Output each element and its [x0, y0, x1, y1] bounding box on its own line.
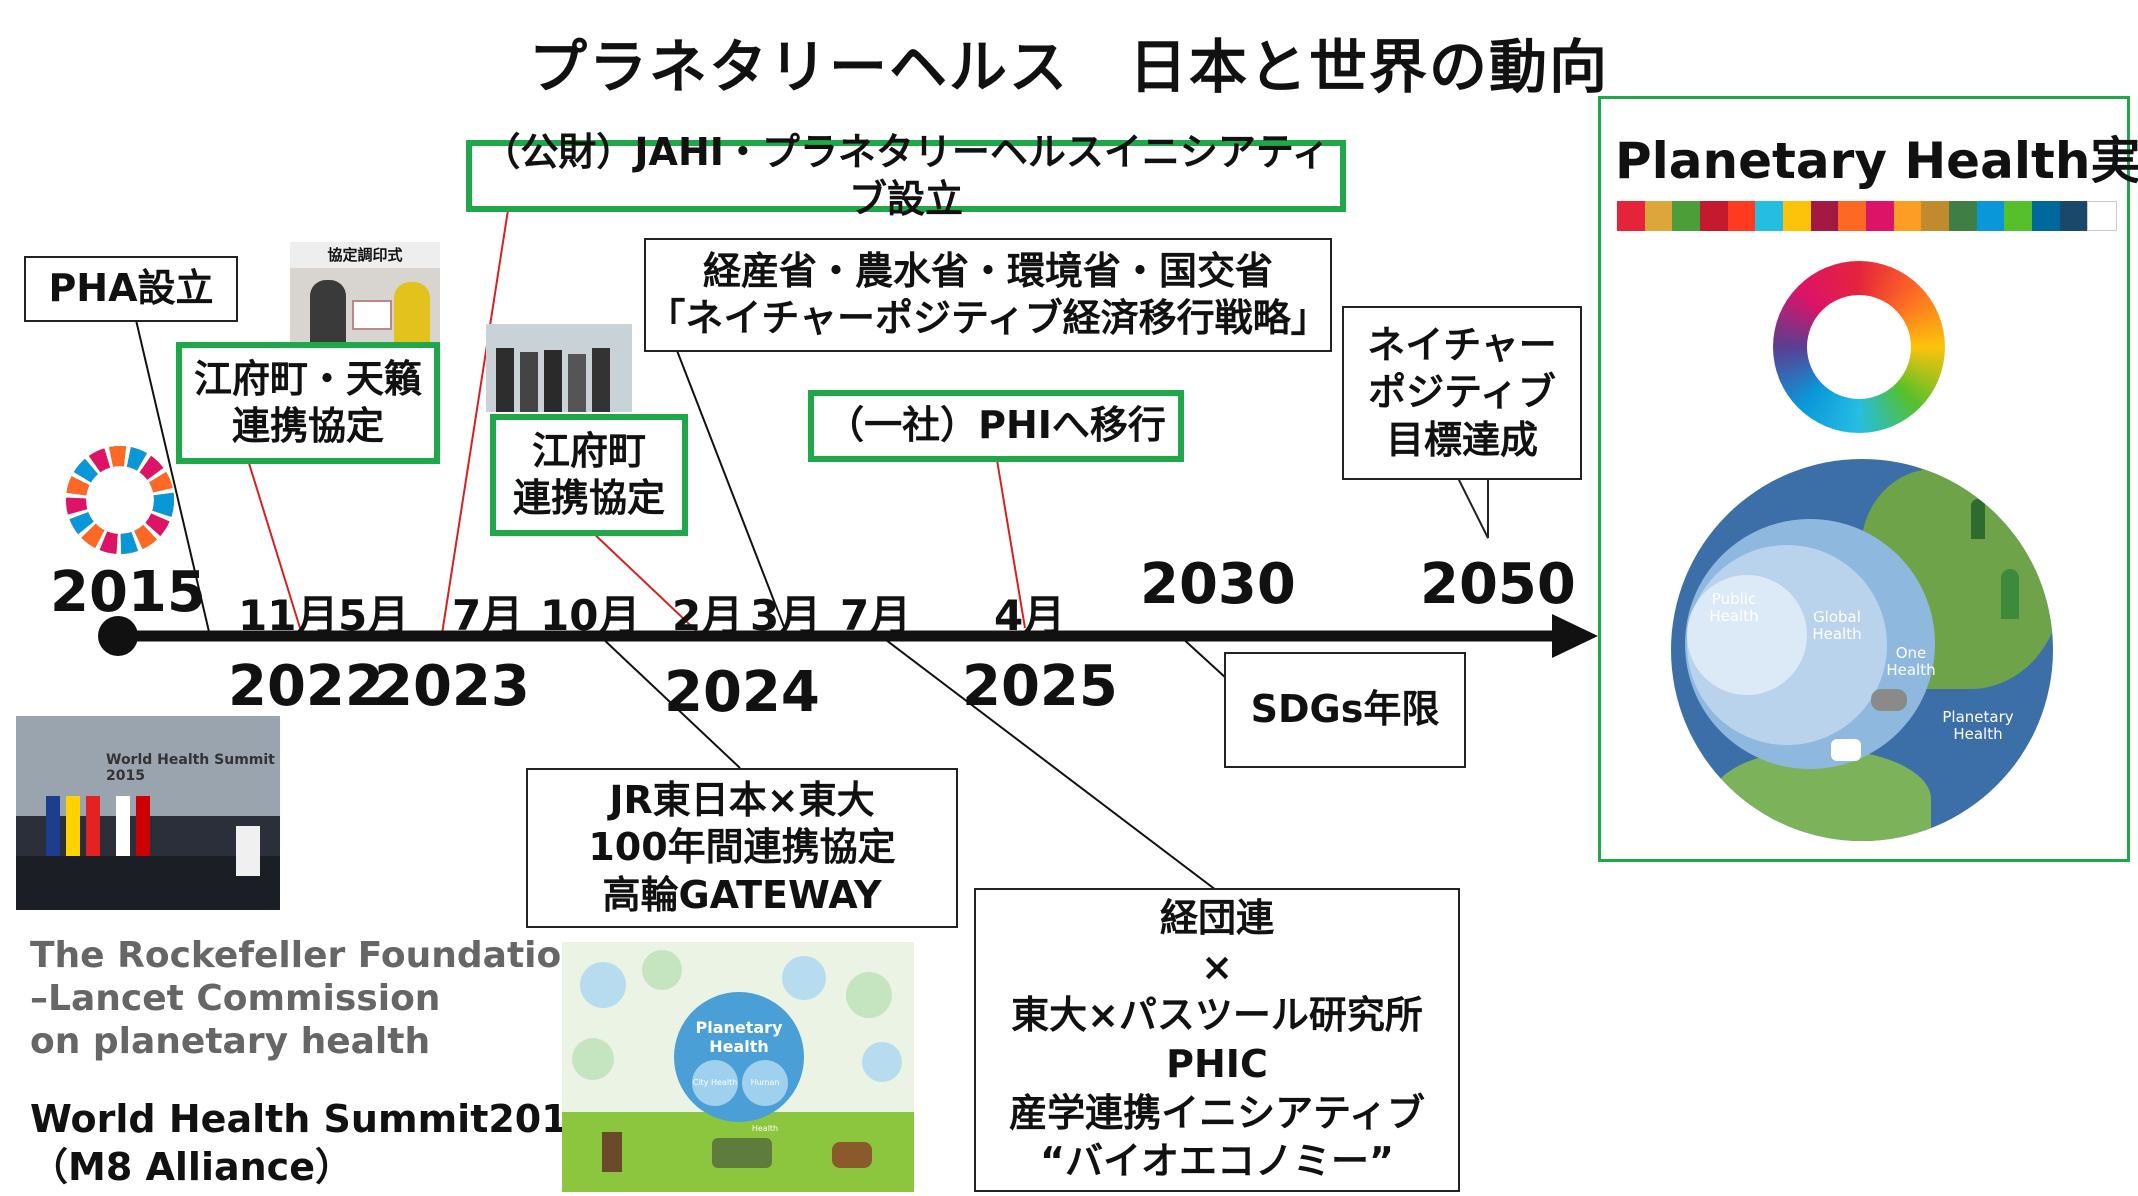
connector-pha: [135, 319, 211, 637]
planetary-health-label: Planetary Health: [1942, 708, 2014, 743]
event-edo2-line1: 江府町: [531, 428, 646, 473]
year-2030: 2030: [1140, 552, 1296, 617]
panel-title: Planetary Health実現: [1615, 132, 2138, 190]
connector-jahi: [441, 209, 509, 635]
event-jr-line2: 100年間連携協定: [588, 825, 896, 870]
event-edo2-line2: 連携協定: [512, 476, 665, 520]
event-sdgs: SDGs年限: [1224, 652, 1466, 768]
timeline-start-dot: [98, 616, 138, 656]
event-keidanren-line6: “バイオエコノミー”: [1040, 1139, 1394, 1184]
event-ministries-line2: 「ネイチャーポジティブ経済移行戦略」: [647, 296, 1329, 340]
summit-line1: World Health Summit2015: [30, 1097, 595, 1141]
summit-line2: （M8 Alliance）: [30, 1144, 353, 1189]
month-label: 5月: [338, 591, 410, 640]
event-edo-tenrai-line2: 連携協定: [231, 404, 384, 448]
event-nature-goal: ネイチャー ポジティブ 目標達成: [1342, 306, 1582, 480]
connector-edo-tenrai: [247, 459, 301, 629]
month-label: 2月: [672, 591, 744, 640]
summit-note: World Health Summit2015 （M8 Alliance）: [30, 1096, 594, 1191]
event-edo-tenrai-line1: 江府町・天籟: [193, 356, 422, 401]
event-nature-goal-line1: ネイチャー: [1367, 322, 1557, 367]
year-2024: 2024: [664, 660, 820, 725]
connector-jr: [599, 635, 741, 769]
rockefeller-line1: The Rockefeller Foundation: [30, 935, 587, 976]
event-jr: JR東日本×東大 100年間連携協定 高輪GATEWAY: [526, 768, 958, 928]
planetary-health-circle: Public Health Global Health One Health P…: [1671, 459, 2053, 841]
one-health-label: One Health: [1886, 644, 1936, 679]
event-pha-text: PHA設立: [48, 266, 214, 311]
year-2022: 2022: [228, 654, 384, 719]
event-ministries-line1: 経産省・農水省・環境省・国交省: [702, 248, 1273, 293]
public-health-circle: [1687, 575, 1807, 695]
public-health-label: Public Health: [1709, 590, 1759, 625]
connector-edo2: [589, 529, 707, 641]
event-sdgs-text: SDGs年限: [1250, 687, 1440, 732]
rockefeller-line2: –Lancet Commission: [30, 978, 441, 1020]
year-2015: 2015: [50, 560, 206, 625]
event-keidanren-line2: ×: [1201, 944, 1233, 989]
page-title: プラネタリーヘルス 日本と世界の動向: [528, 33, 1609, 101]
event-keidanren: 経団連 × 東大×パスツール研究所 PHIC 産学連携イニシアティブ “バイオエ…: [974, 888, 1460, 1192]
month-label: 10月: [540, 591, 641, 640]
event-jr-line1: JR東日本×東大: [609, 777, 875, 822]
timeline-arrowhead: [1552, 614, 1598, 658]
group-photo: [486, 324, 632, 412]
connector-ministries: [675, 347, 787, 633]
month-label: 4月: [994, 591, 1066, 640]
event-keidanren-line5: 産学連携イニシアティブ: [1009, 1090, 1425, 1135]
signing-photo-sign: 協定調印式: [290, 242, 440, 268]
event-keidanren-line3: 東大×パスツール研究所: [1011, 993, 1423, 1038]
planetary-health-panel: Planetary Health実現 Public Health Global …: [1598, 96, 2138, 862]
signing-photo: 協定調印式: [290, 242, 440, 342]
mini-planetary-title: Planetary Health: [695, 1018, 783, 1056]
sdg-wheel-icon: [66, 446, 174, 554]
event-edo2: 江府町 連携協定: [490, 414, 688, 536]
event-phi-text: （一社）PHIへ移行: [826, 403, 1166, 448]
event-keidanren-line1: 経団連: [1159, 896, 1274, 941]
event-nature-goal-line2: ポジティブ: [1368, 370, 1556, 415]
year-2025: 2025: [962, 654, 1118, 719]
callout-tail-2050: [1456, 477, 1489, 539]
event-jahi-text: （公財）JAHI・プラネタリーヘルスイニシアティブ設立: [482, 129, 1330, 222]
event-pha: PHA設立: [24, 256, 238, 322]
event-ministries: 経産省・農水省・環境省・国交省 「ネイチャーポジティブ経済移行戦略」: [644, 238, 1332, 352]
rockefeller-line3: on planetary health: [30, 1021, 431, 1063]
sdg-ring-icon: [1773, 261, 1945, 433]
month-label: 7月: [840, 591, 912, 640]
global-health-label: Global Health: [1812, 608, 1862, 643]
event-jahi: （公財）JAHI・プラネタリーヘルスイニシアティブ設立: [466, 130, 1346, 221]
event-jr-line3: 高輪GATEWAY: [602, 872, 882, 917]
mini-human-health: Human Health: [742, 1060, 788, 1133]
summit-photo-banner: World Health Summit 2015: [106, 752, 275, 784]
event-nature-goal-line3: 目標達成: [1385, 417, 1538, 462]
month-label: 3月: [750, 591, 822, 640]
connector-phi: [996, 459, 1026, 629]
rockefeller-note: The Rockefeller Foundation –Lancet Commi…: [30, 934, 587, 1064]
summit-photo: World Health Summit 2015: [16, 716, 280, 910]
year-2023: 2023: [374, 654, 530, 719]
month-label: 11月: [238, 591, 339, 640]
planetary-illustration: Planetary Health City Health Human Healt…: [562, 942, 914, 1192]
mini-city-health: City Health: [692, 1060, 738, 1106]
sdg-strip-icon: [1617, 201, 2118, 231]
event-phi: （一社）PHIへ移行: [808, 390, 1184, 462]
connector-keidanren: [885, 639, 1217, 891]
event-keidanren-line4: PHIC: [1166, 1042, 1268, 1086]
month-label: 7月: [452, 591, 524, 640]
event-edo-tenrai: 江府町・天籟 連携協定: [176, 342, 440, 464]
year-2050: 2050: [1420, 552, 1576, 617]
